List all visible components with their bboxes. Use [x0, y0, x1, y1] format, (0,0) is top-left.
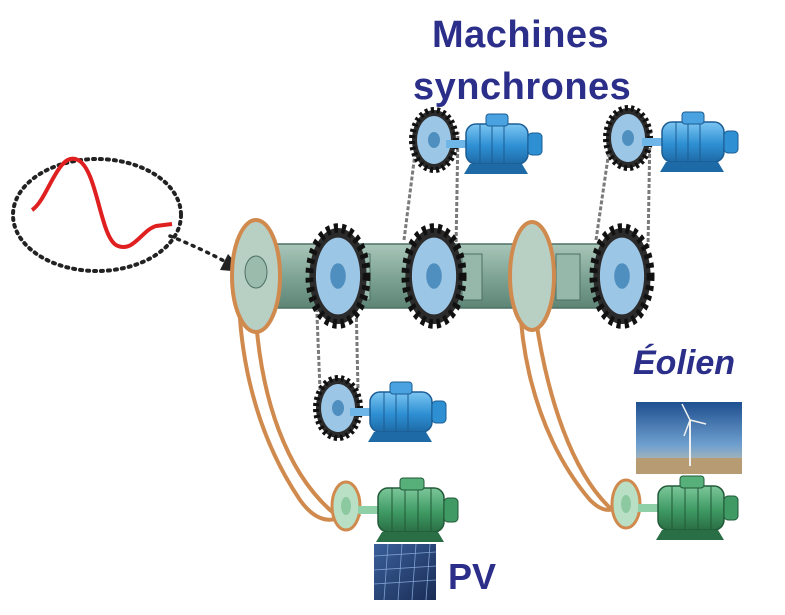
- motor-icon: [357, 477, 459, 543]
- motor-icon: [641, 111, 739, 173]
- shaft-pulley-right: [508, 220, 556, 332]
- motor-icon: [349, 381, 447, 443]
- synchronous-machine-1: [412, 110, 543, 175]
- synchronous-machines-label-line2: synchrones: [413, 66, 632, 108]
- synchronous-machine-3: [316, 378, 447, 443]
- shaft-sprocket-3: [593, 228, 650, 324]
- pulley-icon: [610, 478, 642, 530]
- pv-machine: [330, 477, 459, 543]
- wind-turbine-photo: [636, 402, 742, 474]
- shaft-sprocket-1: [309, 228, 366, 324]
- motor-icon: [637, 475, 739, 541]
- synchronous-machine-2: [606, 108, 739, 173]
- motor-icon: [445, 113, 543, 175]
- wind-machine: [610, 475, 739, 541]
- solar-panel-photo: [373, 543, 437, 601]
- sine-wave-icon: [11, 156, 183, 273]
- pv-label: PV: [448, 556, 497, 597]
- pulley-icon: [330, 480, 362, 532]
- shaft-sprocket-2: [405, 228, 462, 324]
- synchronous-machines-label-line1: Machines: [432, 14, 610, 56]
- shaft-pulley-left: [230, 218, 282, 334]
- wind-label: Éolien: [633, 344, 736, 382]
